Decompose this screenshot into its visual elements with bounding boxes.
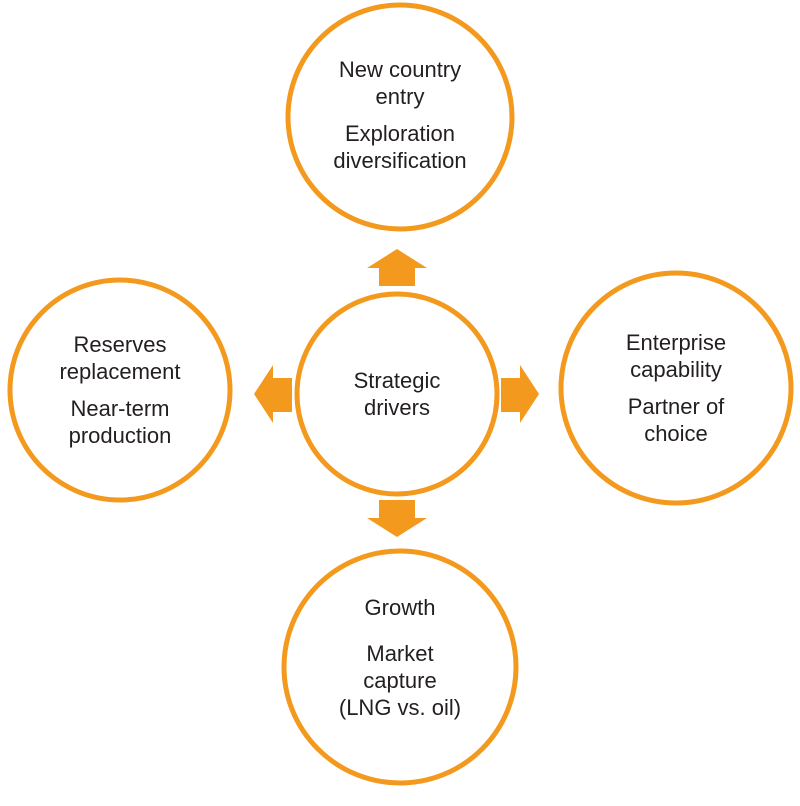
left-block-production: Near-term production (69, 395, 172, 449)
left-node: Reserves replacement Near-term productio… (10, 280, 230, 500)
text-line: Market (366, 641, 434, 666)
top-circle (285, 2, 515, 232)
bottom-circle (281, 548, 519, 786)
top-block-exploration: Exploration diversification (333, 120, 466, 174)
text-line: Enterprise (625, 330, 727, 355)
arrow-left-icon (254, 365, 292, 423)
text-line: Partner of (627, 394, 725, 419)
text-line: diversification (333, 148, 467, 173)
right-node: Enterprise capability Partner of choice (561, 273, 791, 503)
text-line: New country (338, 57, 462, 82)
text-line: (LNG vs. oil) (338, 695, 462, 720)
center-circle (294, 291, 500, 497)
left-block-reserves: Reserves replacement (59, 331, 180, 385)
text-line: capability (630, 357, 722, 382)
text-line: Growth (364, 595, 436, 620)
text-line: capture (363, 668, 437, 693)
top-node: New country entry Exploration diversific… (288, 5, 512, 229)
top-block-new-country: New country entry (339, 56, 461, 110)
text-line: Exploration (344, 121, 456, 146)
text-line: entry (375, 84, 425, 109)
text-line: choice (644, 421, 708, 446)
center-node: Strategic drivers (297, 294, 497, 494)
right-block-partner: Partner of choice (628, 393, 725, 447)
right-block-enterprise: Enterprise capability (626, 329, 726, 383)
left-circle (7, 277, 233, 503)
text-line: Reserves (73, 332, 167, 357)
text-line: production (68, 423, 172, 448)
right-circle (558, 270, 794, 506)
bottom-block-market: Market capture (LNG vs. oil) (339, 640, 461, 721)
center-label-line: Strategic (353, 368, 441, 393)
bottom-node: Growth Market capture (LNG vs. oil) (284, 551, 516, 783)
center-label-line: drivers (363, 395, 430, 420)
arrow-up-icon (367, 249, 427, 286)
text-line: Near-term (70, 396, 170, 421)
arrow-right-icon (501, 365, 539, 423)
arrow-down-icon (367, 500, 427, 537)
text-line: replacement (59, 359, 181, 384)
bottom-block-growth: Growth (365, 594, 436, 621)
